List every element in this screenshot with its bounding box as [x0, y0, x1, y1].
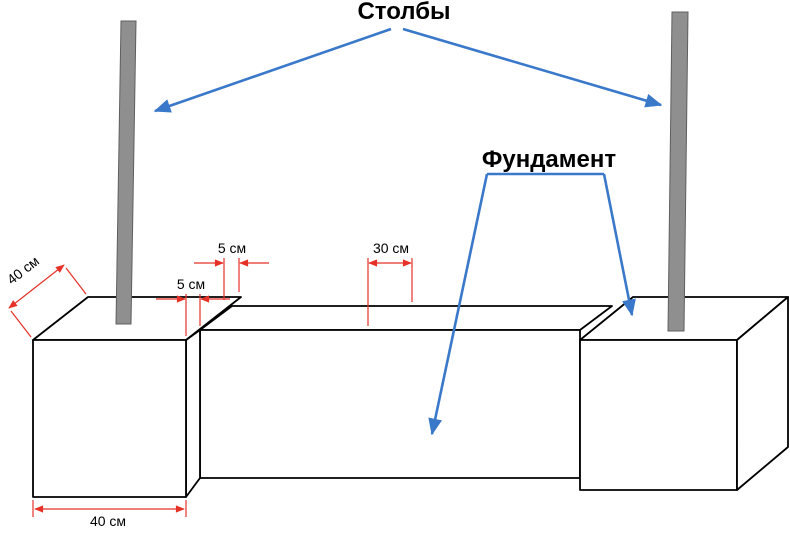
posts-label: Столбы [357, 0, 450, 25]
beam-front-face [199, 329, 581, 479]
posts-callout: Столбы [153, 0, 663, 113]
dim-block-depth-line [8, 264, 65, 309]
left-post [115, 20, 137, 325]
dim-block-width-text: 40 см [90, 513, 126, 529]
dim-block-depth-ext-2 [65, 267, 87, 295]
right-block-side-face [736, 296, 789, 491]
posts-arrow-left [153, 27, 392, 113]
foundation-label: Фундамент [482, 146, 617, 173]
posts-arrow-right [402, 27, 663, 108]
dim-block-width: 40 см [32, 500, 187, 529]
foundation-arrow-block [602, 173, 636, 317]
dim-block-depth-text: 40 см [4, 253, 42, 288]
beam-top-face [199, 305, 613, 331]
dim-top-step-text: 5 см [218, 240, 246, 256]
dim-front-step-text: 5 см [177, 276, 205, 292]
foundation-arrow-beam [428, 173, 489, 436]
posts [115, 11, 689, 332]
left-block-front-face [32, 339, 187, 498]
foundation-callout: Фундамент [428, 146, 636, 436]
dim-block-depth-ext-1 [10, 310, 32, 338]
left-step-side-face [185, 329, 201, 498]
dim-front-step: 5 см [156, 276, 230, 336]
right-post [667, 11, 689, 332]
right-block-front-face [579, 339, 738, 491]
dim-beam-width-text: 30 см [373, 240, 409, 256]
dim-beam-width: 30 см [367, 240, 413, 326]
dim-top-step: 5 см [194, 240, 269, 300]
